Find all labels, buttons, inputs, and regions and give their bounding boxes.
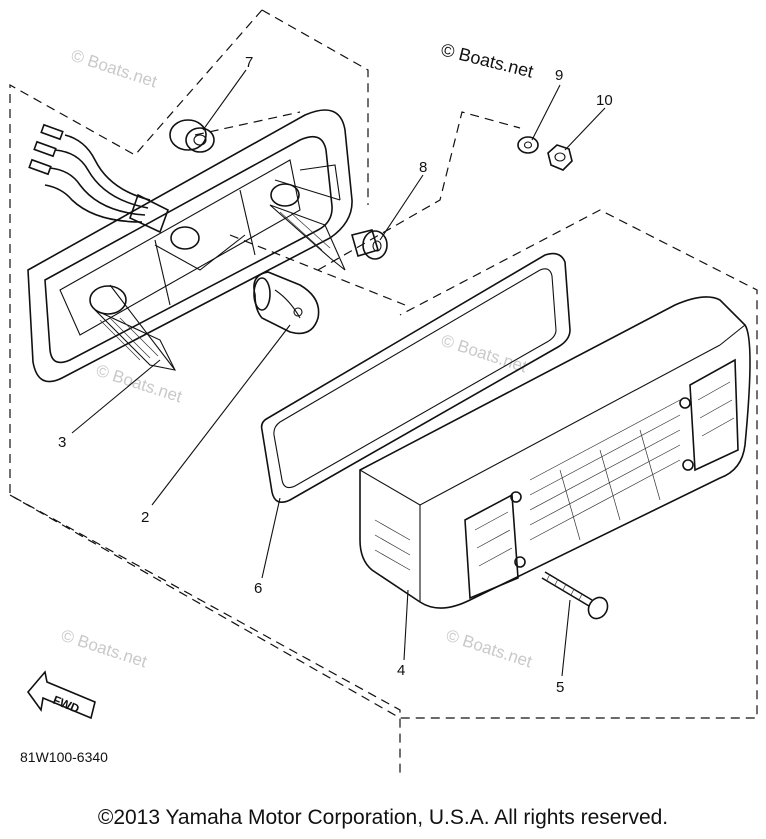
fwd-arrow: FWD [26, 670, 96, 720]
callout-3: 3 [58, 434, 66, 451]
watermark-faint-1: © Boats.net [69, 46, 160, 92]
gasket [260, 252, 571, 503]
watermark-faint-4: © Boats.net [59, 626, 150, 672]
callout-4: 4 [397, 662, 405, 679]
callout-2: 2 [141, 509, 149, 526]
callout-10: 10 [596, 92, 613, 109]
washer [517, 136, 539, 154]
lens [359, 296, 751, 609]
fwd-label: FWD [51, 693, 82, 716]
watermark-faint-2: © Boats.net [439, 331, 530, 377]
leader-lines [71, 69, 606, 677]
bulb [253, 271, 320, 335]
diagram-code: 81W100-6340 [20, 749, 108, 765]
nut [547, 144, 573, 171]
callout-7: 7 [245, 54, 253, 71]
watermark-faint-5: © Boats.net [444, 626, 535, 672]
wire-harness [28, 123, 169, 234]
callout-9: 9 [555, 67, 563, 84]
assembly-boundary [9, 9, 758, 775]
copyright-notice: ©2013 Yamaha Motor Corporation, U.S.A. A… [97, 806, 669, 829]
lamp-housing [27, 109, 353, 383]
screw [541, 571, 609, 620]
grommet [169, 119, 215, 153]
callout-5: 5 [556, 679, 564, 696]
watermark-faint-3: © Boats.net [94, 361, 185, 407]
watermark-main: © Boats.net [439, 39, 535, 81]
collar [351, 229, 388, 260]
callout-8: 8 [419, 159, 427, 176]
callout-6: 6 [254, 580, 262, 597]
